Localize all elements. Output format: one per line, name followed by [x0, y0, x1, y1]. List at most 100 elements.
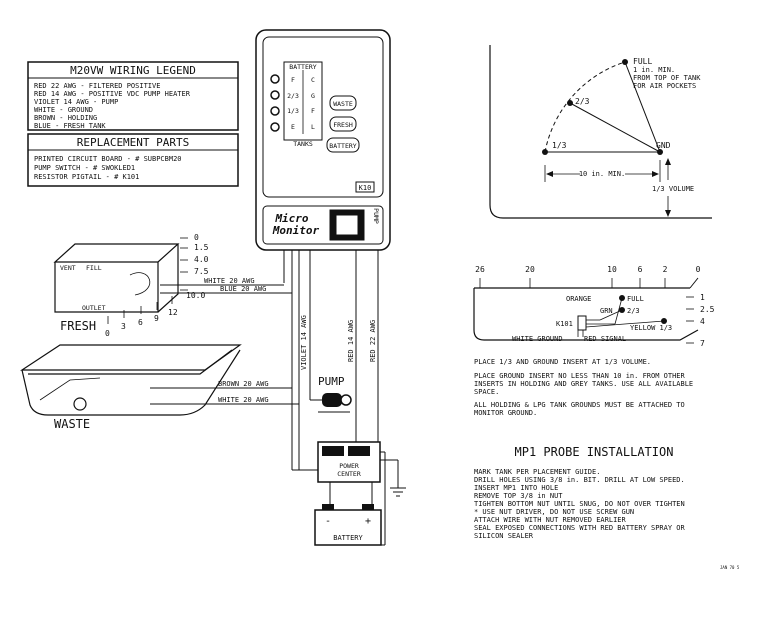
placement-notes: PLACE 1/3 AND GROUND INSERT AT 1/3 VOLUM… [474, 358, 693, 417]
battery-minus: - [325, 516, 331, 527]
pump-label-vertical: PUMP [372, 208, 380, 224]
wire-label-brown-20: BROWN 20 AWG [218, 380, 269, 388]
scale-detail: 26 20 10 6 2 0 1 2.5 4 7 ORANGE FULL GRN… [473, 265, 715, 348]
monitor-battery-label: BATTERY [289, 63, 316, 71]
fresh-height: 1.5 [194, 243, 209, 252]
install-step: INSERT MP1 INTO HOLE [474, 484, 558, 492]
scale-right-mark: 4 [700, 317, 705, 326]
scale-right-mark: 7 [700, 339, 705, 348]
fresh-bottom-mark: 6 [138, 318, 143, 327]
logo-line1: Micro [274, 212, 308, 225]
scale-top-mark: 10 [607, 265, 617, 274]
install-step: ATTACH WIRE WITH NUT REMOVED EARLIER [474, 516, 627, 524]
guide-min-dim: 10 in. MIN. [579, 170, 625, 178]
scale-top-mark: 6 [638, 265, 643, 274]
fresh-button[interactable]: FRESH [329, 116, 357, 132]
battery: - + BATTERY [314, 504, 382, 546]
install-step: REMOVE TOP 3/8 in NUT [474, 492, 563, 500]
probe-installation: MP1 PROBE INSTALLATION MARK TANK PER PLA… [474, 445, 686, 540]
parts-line: RESISTOR PIGTAIL - # K101 [34, 173, 139, 181]
install-step: SEAL EXPOSED CONNECTIONS WITH RED BATTER… [474, 524, 686, 532]
monitor-level-e: E [291, 123, 295, 131]
guide-full-note: 1 in. MIN. [633, 66, 675, 74]
fresh-bottom-mark: 3 [121, 322, 126, 331]
install-step: TIGHTEN BOTTOM NUT UNTIL SNUG, DO NOT OV… [474, 500, 685, 508]
wire-label-blue-20: BLUE 20 AWG [220, 285, 266, 293]
probe-placement-guide: FULL 1 in. MIN. FROM TOP OF TANK FOR AIR… [489, 45, 712, 219]
wire-label-white-20: WHITE 20 AWG [204, 277, 255, 285]
note-line: INSERTS IN HOLDING AND GREY TANKS. USE A… [474, 380, 693, 388]
fresh-button-label: FRESH [333, 121, 353, 129]
pump-label: PUMP [318, 375, 345, 388]
fresh-label: FRESH [60, 319, 96, 333]
monitor-level-13: 1/3 [287, 107, 299, 115]
wire-label-violet-14: VIOLET 14 AWG [300, 315, 308, 370]
legend-line: RED 14 AWG - POSITIVE VDC PUMP HEATER [34, 90, 191, 98]
legend-line: WHITE - GROUND [34, 106, 93, 114]
led-indicator [270, 106, 280, 116]
scale-right-mark: 2.5 [700, 305, 715, 314]
probe-point-full [622, 59, 628, 65]
guide-gnd-label: GND [656, 141, 671, 150]
legend-line: VIOLET 14 AWG - PUMP [34, 98, 118, 106]
note-line: ALL HOLDING & LPG TANK GROUNDS MUST BE A… [474, 401, 685, 409]
guide-13-label: 1/3 [552, 141, 567, 150]
waste-button-label: WASTE [333, 100, 353, 108]
scale-orange: ORANGE [566, 295, 591, 303]
guide-23-label: 2/3 [575, 97, 590, 106]
fresh-fill-label: FILL [86, 264, 102, 272]
scale-grn-level: 2/3 [627, 307, 640, 315]
power-center-label: CENTER [337, 470, 361, 478]
fresh-bottom-mark: 12 [168, 308, 178, 317]
parts-title: REPLACEMENT PARTS [77, 136, 190, 149]
legend-title: M20VW WIRING LEGEND [70, 64, 196, 77]
wire-label-red-14: RED 14 AWG [347, 320, 355, 362]
fresh-height: 7.5 [194, 267, 209, 276]
scale-grn: GRN [600, 307, 613, 315]
battery-label: BATTERY [333, 534, 363, 542]
led-indicator [270, 74, 280, 84]
install-step: MARK TANK PER PLACEMENT GUIDE. [474, 468, 600, 476]
fresh-bottom-mark: 0 [105, 329, 110, 338]
guide-full-note: FOR AIR POCKETS [633, 82, 696, 90]
guide-full-note: FROM TOP OF TANK [633, 74, 701, 82]
scale-red-signal: RED SIGNAL [584, 335, 626, 343]
install-step: * USE NUT DRIVER, DO NOT USE SCREW GUN [474, 508, 634, 516]
scale-right-mark: 1 [700, 293, 705, 302]
scale-top-mark: 20 [525, 265, 535, 274]
legend-line: BROWN - HOLDING [34, 114, 97, 122]
footer-code: JAN 70 5 [720, 565, 740, 570]
logo-line2: Monitor [272, 224, 320, 237]
scale-yellow: YELLOW 1/3 [630, 324, 672, 332]
guide-volume-label: 1/3 VOLUME [652, 185, 694, 193]
waste-button[interactable]: WASTE [329, 95, 357, 111]
monitor-battery-level: C [311, 76, 315, 84]
note-line: SPACE. [474, 388, 499, 396]
scale-top-mark: 26 [475, 265, 485, 274]
note-line: PLACE GROUND INSERT NO LESS THAN 10 in. … [474, 372, 686, 380]
probe-point-gnd [657, 149, 663, 155]
wire-label-red-22: RED 22 AWG [369, 320, 377, 362]
note-line: MONITOR GROUND. [474, 409, 537, 417]
monitor-battery-level: L [311, 123, 315, 131]
guide-full-label: FULL [633, 57, 652, 66]
monitor-level-23: 2/3 [287, 92, 299, 100]
monitor-level-f: F [291, 76, 295, 84]
scale-top-mark: 2 [663, 265, 668, 274]
parts-line: PUMP SWITCH - # SWOKLED1 [34, 164, 135, 172]
probe-point-13 [542, 149, 548, 155]
fresh-tank: VENT FILL OUTLET FRESH 0 1.5 4.0 7.5 10.… [53, 233, 209, 338]
probe-point-23 [567, 100, 573, 106]
legend-line: RED 22 AWG - FILTERED POSITIVE [34, 82, 160, 90]
fresh-height: 0 [194, 233, 199, 242]
install-title: MP1 PROBE INSTALLATION [515, 445, 674, 459]
monitor-battery-level: F [311, 107, 315, 115]
fresh-vent-label: VENT [60, 264, 76, 272]
waste-label: WASTE [54, 417, 90, 431]
waste-tank: WASTE [19, 344, 242, 431]
monitor-wires [150, 250, 406, 546]
pump-switch[interactable] [329, 209, 365, 241]
monitor-tanks-label: TANKS [293, 140, 313, 148]
fresh-height: 10.0 [186, 291, 205, 300]
battery-button[interactable]: BATTERY [326, 137, 360, 153]
